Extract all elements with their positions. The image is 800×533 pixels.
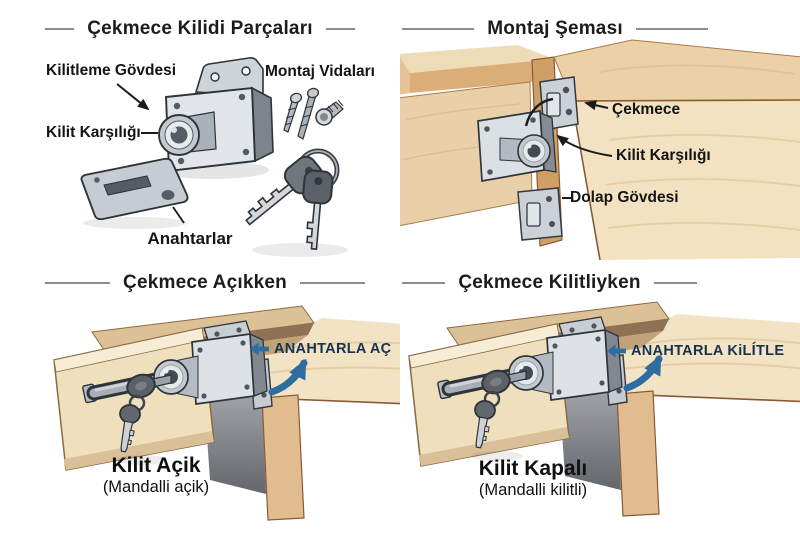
- title-rule: [45, 28, 75, 30]
- label-cabinet-body: Dolap Gövdesi: [570, 189, 679, 206]
- caption-lock-closed: Kilit Kapalı: [478, 457, 588, 480]
- action-label: ANAHTARLA AÇ: [274, 341, 392, 357]
- title-rule: [402, 28, 475, 30]
- label-strike-plate-assembly: Kilit Karşılığı: [616, 147, 711, 164]
- caption-lock-open: Kilit Açik: [111, 454, 201, 477]
- title-rule: [325, 28, 356, 30]
- cabinet-corner-drawing: [400, 39, 800, 261]
- label-mounting-screws: Montaj Vidaları: [265, 63, 375, 80]
- pointer-arrow: [116, 83, 150, 111]
- pointer-arrow: [584, 100, 609, 111]
- title-rule: [45, 282, 111, 284]
- subcaption-latch-locked: (Mandalli kilitli): [478, 481, 588, 499]
- left-arrow-icon: [250, 342, 269, 356]
- label-lock-body: Kilitleme Gövdesi: [46, 62, 177, 79]
- panel-title: Çekmece Kilitliyken: [458, 272, 641, 293]
- pointer-arrow-curved: [556, 134, 613, 157]
- panel-locked-titlebar: Çekmece Kilitliyken: [402, 272, 697, 294]
- lock-mounted-drawing: [477, 97, 557, 183]
- action-lock: ANAHTARLA KiLÍTLE: [607, 343, 784, 359]
- lock-body-drawing: [158, 57, 274, 173]
- parts-illustration: [80, 57, 348, 257]
- assembly-illustration: [400, 39, 800, 261]
- title-rule: [299, 282, 365, 284]
- left-arrow-icon: [607, 344, 626, 358]
- panel-title: Montaj Şeması: [487, 18, 623, 39]
- panel-parts-titlebar: Çekmece Kilidi Parçaları: [45, 18, 356, 40]
- title-rule: [635, 28, 709, 30]
- lower-bracket-drawing: [517, 187, 563, 241]
- title-rule: [653, 282, 697, 284]
- panel-title: Çekmece Kilidi Parçaları: [87, 18, 313, 39]
- action-unlock: ANAHTARLA AÇ: [250, 341, 391, 357]
- label-keys: Anahtarlar: [147, 229, 233, 248]
- strike-plate-drawing: [80, 157, 189, 224]
- panel-unlocked-titlebar: Çekmece Açıkken: [45, 272, 365, 294]
- action-label: ANAHTARLA KiLÍTLE: [631, 343, 785, 359]
- mounting-screws-drawing: [283, 87, 344, 140]
- title-rule: [402, 282, 446, 284]
- subcaption-latch-open: (Mandalli açik): [102, 478, 210, 496]
- keys-drawing: [245, 148, 340, 251]
- label-strike-plate: Kilit Karşılığı: [46, 124, 141, 141]
- label-drawer: Çekmece: [612, 101, 681, 118]
- panel-title: Çekmece Açıkken: [123, 272, 287, 293]
- panel-assembly-titlebar: Montaj Şeması: [402, 18, 709, 40]
